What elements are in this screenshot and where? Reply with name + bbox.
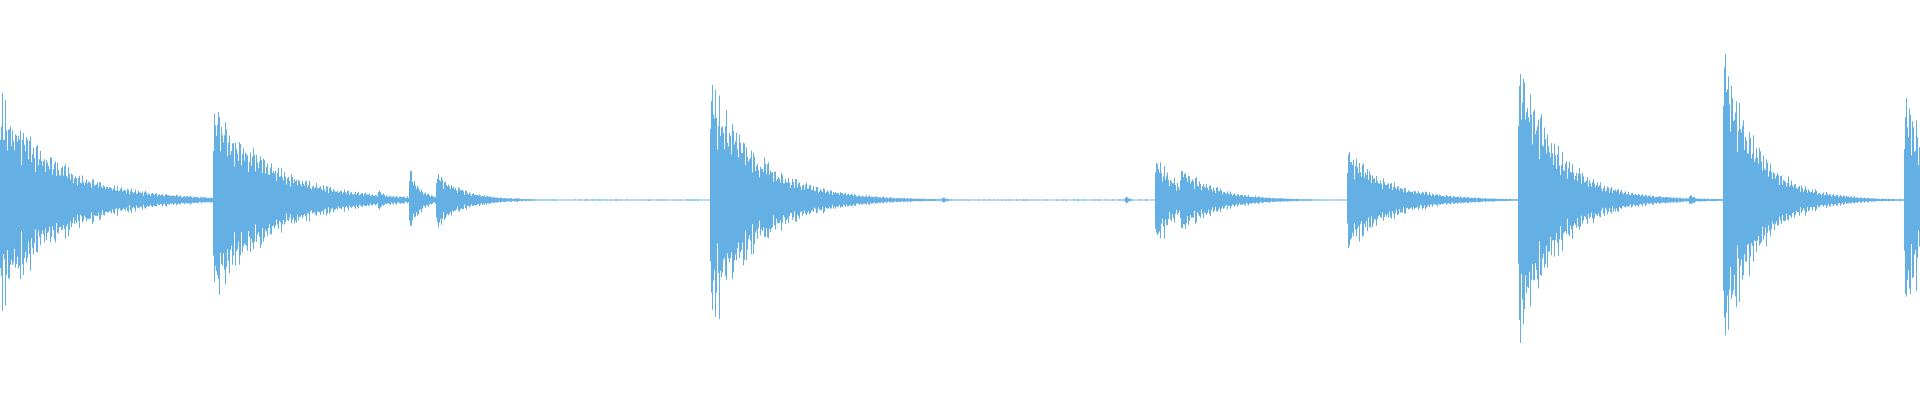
waveform-trace xyxy=(0,53,1920,343)
